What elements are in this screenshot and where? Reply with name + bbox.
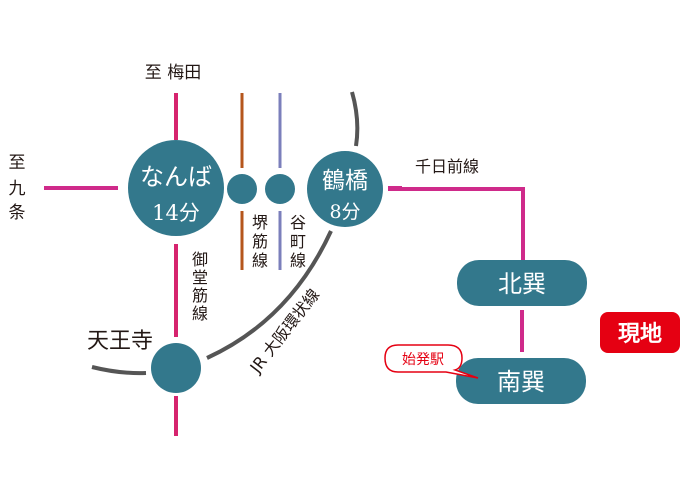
tanimachi-line-label: 谷 町 線 [290, 213, 306, 270]
current-location-badge: 現地 [600, 312, 680, 353]
station-tsuruhashi[interactable]: 鶴橋 8分 [307, 151, 383, 227]
jr-loop-line-diagonal [206, 230, 333, 360]
svg-text:条: 条 [9, 203, 26, 223]
svg-text:筋: 筋 [192, 286, 208, 305]
sennichimae-line [44, 186, 525, 352]
destination-kujo: 至 九 条 [9, 153, 26, 223]
station-namba-name: なんば [140, 163, 212, 191]
jr-loop-line-left [91, 365, 147, 376]
station-tennoji-name: 天王寺 [87, 329, 153, 354]
jr-loop-line-label: JR 大阪環状線 [246, 285, 324, 377]
svg-text:町: 町 [290, 232, 306, 251]
station-minamitatsumi[interactable]: 南巽 [456, 358, 586, 404]
station-tanimachi-transfer[interactable] [265, 174, 295, 204]
svg-text:堺: 堺 [252, 213, 268, 232]
sakaisuji-line-label: 堺 筋 線 [252, 213, 268, 270]
jr-loop-line-top [350, 91, 360, 147]
first-station-balloon: 始発駅 [384, 344, 479, 379]
station-tsuruhashi-time: 8分 [329, 201, 360, 223]
svg-text:九: 九 [9, 179, 26, 199]
destination-umeda: 至 梅田 [145, 63, 201, 83]
sennichimae-line-label: 千日前線 [415, 157, 479, 176]
station-sakaisuji-transfer[interactable] [227, 174, 257, 204]
svg-text:線: 線 [290, 251, 306, 270]
svg-text:現地: 現地 [618, 322, 662, 347]
station-tsuruhashi-name: 鶴橋 [322, 168, 368, 194]
midosuji-line-label: 御 堂 筋 線 [192, 250, 208, 323]
station-namba-time: 14分 [152, 201, 200, 225]
station-tennoji[interactable] [151, 343, 201, 393]
svg-text:始発駅: 始発駅 [402, 352, 444, 368]
station-kitatatsumi[interactable]: 北巽 [457, 260, 587, 306]
svg-text:至: 至 [9, 153, 26, 173]
svg-text:谷: 谷 [290, 213, 306, 232]
station-namba[interactable]: なんば 14分 [128, 140, 224, 236]
svg-text:御: 御 [192, 250, 208, 269]
svg-text:線: 線 [252, 251, 268, 270]
svg-text:筋: 筋 [252, 232, 268, 251]
station-minamitatsumi-name: 南巽 [497, 368, 545, 396]
svg-text:堂: 堂 [192, 268, 208, 287]
station-kitatatsumi-name: 北巽 [498, 270, 546, 298]
svg-text:線: 線 [192, 304, 208, 323]
